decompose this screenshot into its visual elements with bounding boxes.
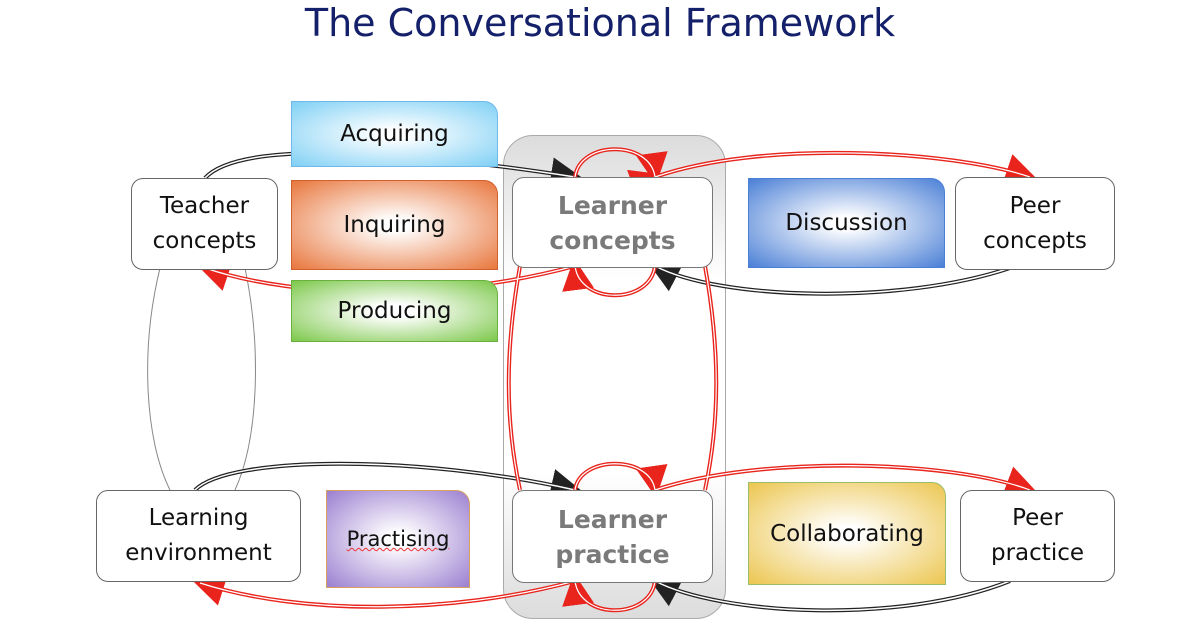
activity-acquiring: Acquiring	[291, 101, 498, 167]
node-label: Peer practice	[991, 505, 1084, 566]
node-label: Learning environment	[125, 505, 272, 566]
activity-label: Discussion	[785, 210, 908, 236]
activity-label: Collaborating	[770, 520, 924, 547]
node-peer-concepts: Peer concepts	[955, 177, 1115, 270]
arrow-concepts-loop-top	[573, 147, 668, 185]
diagram-title: The Conversational Framework	[304, 1, 896, 45]
node-learner-concepts: Learner concepts	[512, 177, 713, 268]
activity-label: Practising	[346, 527, 450, 551]
activity-collaborating: Collaborating	[748, 482, 946, 585]
arrow-concepts-loop-bottom	[562, 258, 657, 298]
node-label: Peer concepts	[983, 192, 1087, 254]
node-label: Learner concepts	[549, 190, 676, 255]
node-teacher-concepts: Teacher concepts	[131, 178, 278, 270]
activity-discussion: Discussion	[748, 178, 945, 268]
arrow-peer-practice-return	[647, 577, 1011, 613]
node-peer-practice: Peer practice	[960, 490, 1115, 582]
arrow-practice-loop-bottom	[562, 573, 657, 613]
activity-label: Acquiring	[340, 121, 449, 147]
node-label: Teacher concepts	[152, 193, 257, 254]
link-teacher-environment-left	[147, 267, 171, 491]
activity-label: Inquiring	[343, 212, 446, 238]
node-learner-practice: Learner practice	[512, 490, 713, 583]
activity-practising: Practising	[326, 490, 470, 588]
activity-inquiring: Inquiring	[291, 180, 498, 270]
arrow-practice-loop-top	[573, 461, 668, 498]
arrow-discussion	[627, 150, 1038, 201]
activity-producing: Producing	[291, 280, 498, 342]
activity-label: Producing	[337, 298, 452, 324]
node-label: Learner practice	[555, 504, 670, 569]
link-teacher-environment-right	[234, 267, 256, 491]
node-learning-environment: Learning environment	[96, 490, 301, 582]
